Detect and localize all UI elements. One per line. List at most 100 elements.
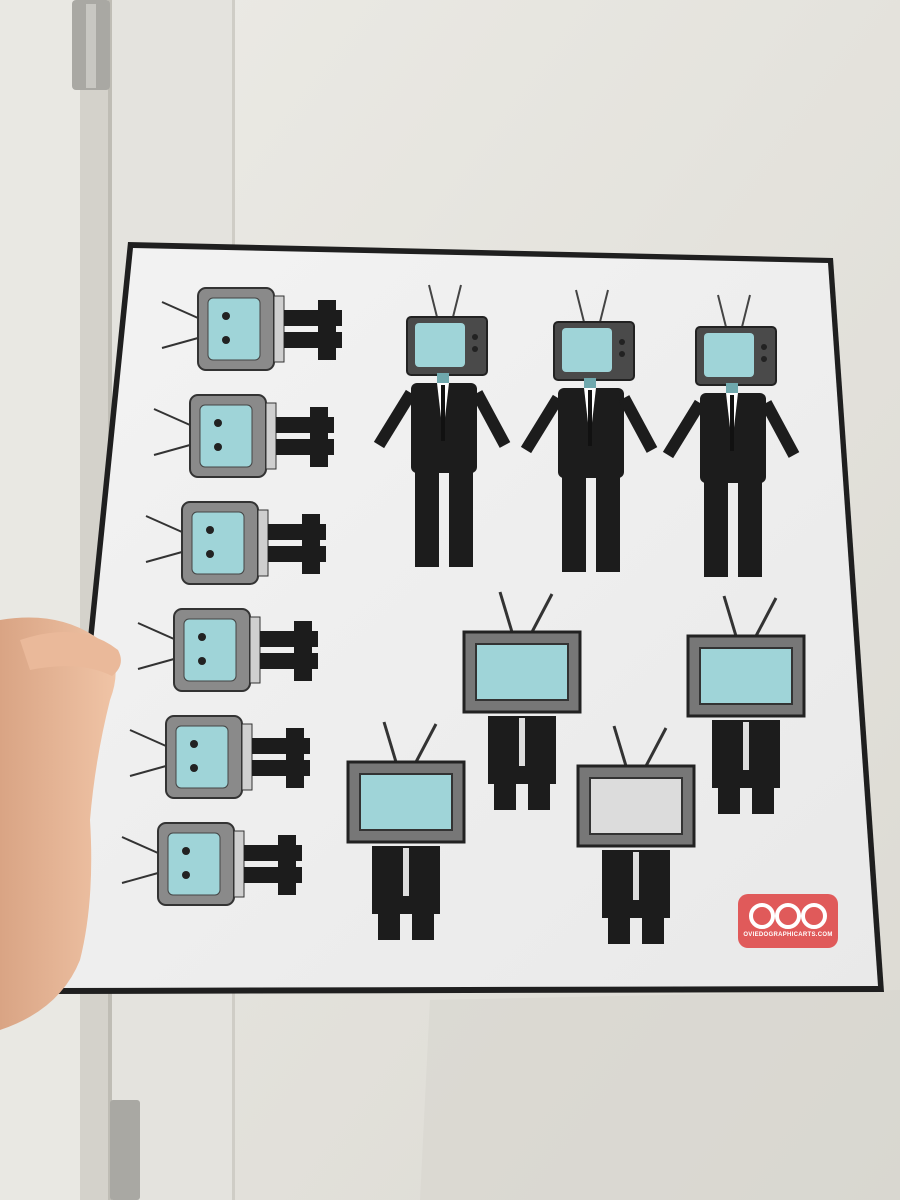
pixel-figure-sticker	[686, 595, 806, 814]
arm	[520, 394, 564, 454]
eye	[198, 657, 206, 665]
arm	[471, 390, 511, 448]
logo-badge	[738, 894, 838, 948]
leg	[415, 471, 439, 567]
eye	[206, 526, 214, 534]
tv-screen	[175, 725, 229, 789]
leg	[278, 835, 296, 895]
leg	[412, 912, 434, 940]
collar	[273, 295, 285, 363]
hand	[0, 617, 116, 1030]
eye	[190, 740, 198, 748]
tv-knob	[619, 339, 625, 345]
collar	[265, 402, 277, 470]
antenna	[498, 591, 514, 633]
tv-screen	[359, 773, 453, 831]
antenna	[452, 284, 462, 318]
tv-screen	[589, 777, 683, 835]
eye	[214, 419, 222, 427]
thumb	[20, 632, 121, 676]
sideways-tv-sticker	[153, 394, 334, 478]
tv-knob	[619, 351, 625, 357]
antenna	[717, 294, 727, 328]
tv-knob	[472, 334, 478, 340]
sideways-tv-sticker	[137, 608, 318, 692]
tie	[730, 395, 734, 451]
antenna	[153, 408, 191, 426]
suited-figure-sticker	[373, 284, 511, 567]
hinge-bottom	[110, 1100, 140, 1200]
leg	[310, 407, 328, 467]
shirt	[403, 848, 409, 896]
leg	[738, 481, 762, 577]
eye	[222, 312, 230, 320]
antenna	[754, 597, 778, 637]
antenna	[722, 595, 738, 637]
tv-screen	[199, 404, 253, 468]
neck	[584, 378, 596, 388]
antenna	[741, 294, 751, 328]
antenna	[161, 301, 199, 319]
antenna	[129, 729, 167, 747]
suited-figure-sticker	[662, 294, 800, 577]
pixel-figures-group	[346, 591, 806, 944]
eye	[222, 336, 230, 344]
tv-screen	[699, 647, 793, 705]
tv-knob	[761, 356, 767, 362]
antenna	[137, 622, 175, 640]
logo-g	[775, 903, 801, 929]
leg	[752, 786, 774, 814]
antenna	[121, 872, 159, 884]
leg	[528, 782, 550, 810]
pixel-figure-sticker	[462, 591, 582, 810]
sideways-tv-sticker	[145, 501, 326, 585]
antenna	[612, 725, 628, 767]
eye	[182, 847, 190, 855]
antenna	[414, 723, 438, 763]
leg	[449, 471, 473, 567]
tv-screen	[183, 618, 237, 682]
tie	[441, 385, 445, 441]
sideways-tv-sticker	[129, 715, 310, 799]
antenna	[530, 593, 554, 633]
antenna	[145, 551, 183, 563]
logo-o	[749, 903, 775, 929]
hinge-top-pin	[86, 4, 96, 88]
collar	[241, 723, 253, 791]
antenna	[575, 289, 585, 323]
leg	[378, 912, 400, 940]
collar	[249, 616, 261, 684]
sideways-tv-column	[121, 287, 342, 906]
tv-screen	[415, 323, 465, 367]
antenna	[382, 721, 398, 763]
pixel-figure-sticker	[346, 721, 466, 940]
antenna	[599, 289, 609, 323]
eye	[190, 764, 198, 772]
leg	[494, 782, 516, 810]
shirt	[743, 722, 749, 770]
eye	[198, 633, 206, 641]
leg	[596, 476, 620, 572]
logo-domain-text: OVIEDOGRAPHICARTS.COM	[743, 932, 833, 938]
collar	[257, 509, 269, 577]
antenna	[145, 515, 183, 533]
eye	[206, 550, 214, 558]
tv-screen	[475, 643, 569, 701]
arm	[760, 400, 800, 458]
eye	[182, 871, 190, 879]
neck	[437, 373, 449, 383]
leg	[286, 728, 304, 788]
arm	[373, 389, 417, 449]
collar	[233, 830, 245, 898]
antenna	[644, 727, 668, 767]
shadow-on-wall	[420, 990, 900, 1200]
leg	[608, 916, 630, 944]
antenna	[428, 284, 438, 318]
antenna	[161, 337, 199, 349]
tv-screen	[191, 511, 245, 575]
leg	[642, 916, 664, 944]
antenna	[137, 658, 175, 670]
leg	[718, 786, 740, 814]
tv-screen	[704, 333, 754, 377]
leg	[562, 476, 586, 572]
